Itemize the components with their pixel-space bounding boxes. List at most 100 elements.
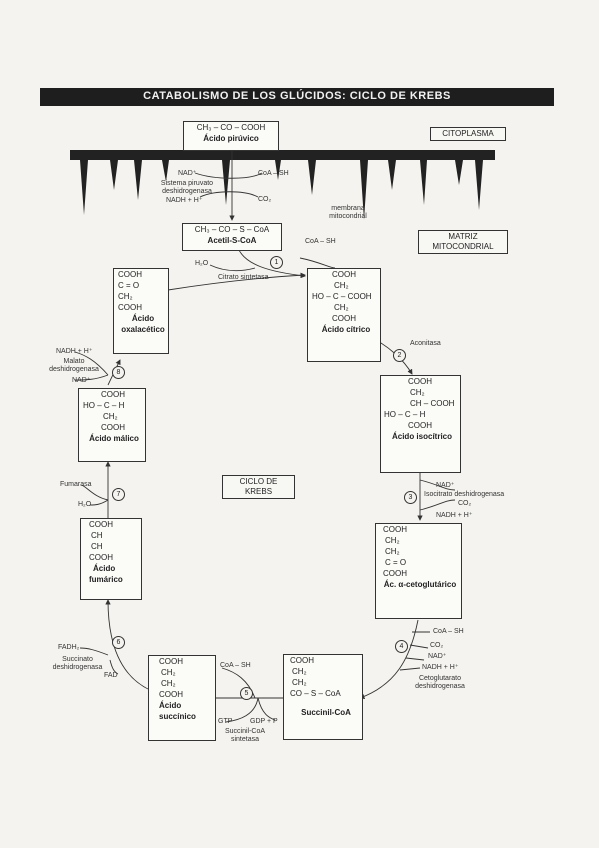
succinate-name1: Ácido [159,701,182,710]
step4-co2: CO₂ [430,642,444,649]
step7-h2o: H₂O [78,501,92,508]
step4-nad: NAD⁺ [428,653,447,660]
malate-l3: CH₂ [103,412,118,421]
step8-nad: NAD⁺ [72,377,91,384]
fumarate-name1: Ácido [93,564,116,573]
succinylcoa-l2: CH₂ [292,667,307,676]
step-8-number: 8 [112,366,125,379]
cytoplasm-tag: CITOPLASMA [430,127,506,141]
matrix-tag-line2: MITOCONDRIAL [432,242,494,251]
akg-l3: CH₂ [385,547,400,556]
title-banner: CATABOLISMO DE LOS GLÚCIDOS: CICLO DE KR… [40,88,554,106]
alpha-ketoglutarate-box: COOH CH₂ CH₂ C = O COOH Ác. α-cetoglutár… [375,523,462,619]
acetyl-name: Acetil-S-CoA [207,236,257,245]
isocitrate-l4: HO – C – H [384,410,426,419]
succinate-box: COOH CH₂ CH₂ COOH Ácido succínico [148,655,216,741]
succinylcoa-l1: COOH [290,656,314,665]
succinate-name2: succínico [159,712,196,721]
pdh-nadh: NADH + H⁺ [166,197,203,204]
akg-l2: CH₂ [385,536,400,545]
step1-coash: CoA – SH [305,238,336,245]
oxaloacetate-name2: oxalacético [121,325,165,334]
step5-coash: CoA – SH [220,662,251,669]
citrate-box: COOH CH₂ HO – C – COOH CH₂ COOH Ácido cí… [307,268,381,362]
step1-enzyme: Citrato sintetasa [218,274,269,281]
step6-fad: FAD [104,672,118,679]
citrate-l3: HO – C – COOH [312,292,372,301]
step-6-number: 6 [112,636,125,649]
mitochondrial-membrane [70,150,495,220]
pdh-nad: NAD⁺ [178,170,197,177]
succinate-l1: COOH [159,657,183,666]
citrate-name: Ácido cítrico [321,325,371,334]
step8-nadh: NADH + H⁺ [56,348,93,355]
page-title: CATABOLISMO DE LOS GLÚCIDOS: CICLO DE KR… [143,90,451,102]
step6-enzyme-line1: Succinato [62,656,93,663]
step8-enzyme: Malato deshidrogenasa [44,358,104,374]
akg-name: Ác. α-cetoglutárico [383,580,457,589]
pyruvate-formula: CH₃ – CO – COOH [196,123,266,132]
succinate-l2: CH₂ [161,668,176,677]
citrate-l4: CH₂ [334,303,349,312]
step5-enzyme-line2: sintetasa [230,736,260,743]
step8-enzyme-line1: Malato [63,358,85,365]
acetyl-coa-box: CH₃ – CO – S – CoA Acetil-S-CoA [182,223,282,251]
malate-l1: COOH [101,390,125,399]
step4-enzyme-line1: Cetoglutarato [418,675,462,682]
step6-enzyme-line2: deshidrogenasa [52,664,103,671]
succinate-l3: CH₂ [161,679,176,688]
malate-l4: COOH [101,423,125,432]
isocitrate-name: Ácido isocítrico [391,432,452,441]
isocitrate-l3: CH – COOH [410,399,455,408]
isocitrate-l2: CH₂ [410,388,425,397]
step-2-number: 2 [393,349,406,362]
matrix-tag-line1: MATRIZ [448,232,478,241]
step5-gtp: GTP [218,718,233,725]
oxaloacetate-name1: Ácido [131,314,155,323]
step-3-number: 3 [404,491,417,504]
matrix-tag: MATRIZ MITOCONDRIAL [418,230,508,254]
malate-box: COOH HO – C – H CH₂ COOH Ácido málico [78,388,146,462]
pdh-enzyme-line1: Sistema piruvato [160,180,214,187]
isocitrate-l5: COOH [408,421,432,430]
akg-l4: C = O [385,558,407,567]
fumarate-l3: CH [91,542,103,551]
isocitrate-l1: COOH [408,377,432,386]
step4-nadh: NADH + H⁺ [422,664,459,671]
malate-l2: HO – C – H [83,401,125,410]
step3-nadh: NADH + H⁺ [436,512,473,519]
fumarate-box: COOH CH CH COOH Ácido fumárico [80,518,142,600]
step4-enzyme: Cetoglutarato deshidrogenasa [405,675,475,691]
membrane-label: membrana mitocondrial [329,205,367,220]
step8-enzyme-line2: deshidrogenasa [49,366,99,373]
step5-enzyme-line1: Succinil-CoA [224,728,266,735]
oxaloacetate-l3: CH₂ [118,292,133,301]
malate-name: Ácido málico [89,434,139,443]
citrate-l2: CH₂ [334,281,349,290]
cycle-label: CICLO DE KREBS [222,475,295,499]
step7-enzyme: Fumarasa [60,481,92,488]
step5-gdp: GDP + P [250,718,278,725]
isocitrate-box: COOH CH₂ CH – COOH HO – C – H COOH Ácido… [380,375,461,473]
pyruvate-name: Ácido pirúvico [203,134,259,143]
succinyl-coa-box: COOH CH₂ CH₂ CO – S – CoA Succinil-CoA [283,654,363,740]
pyruvate-box: CH₃ – CO – COOH Ácido pirúvico [183,121,279,151]
acetyl-formula: CH₃ – CO – S – CoA [194,225,270,234]
step3-co2: CO₂ [458,500,472,507]
citrate-l1: COOH [332,270,356,279]
oxaloacetate-box: COOH C = O CH₂ COOH Ácido oxalacético [113,268,169,354]
succinate-l4: COOH [159,690,183,699]
fumarate-l4: COOH [89,553,113,562]
succinylcoa-name: Succinil-CoA [301,708,351,717]
step-5-number: 5 [240,687,253,700]
oxaloacetate-l4: COOH [118,303,142,312]
step3-enzyme: Isocitrato deshidrogenasa [424,491,505,498]
step-7-number: 7 [112,488,125,501]
oxaloacetate-l1: COOH [118,270,142,279]
oxaloacetate-l2: C = O [118,281,140,290]
step3-nad: NAD⁺ [436,482,455,489]
citrate-l5: COOH [332,314,356,323]
step4-enzyme-line2: deshidrogenasa [415,683,465,690]
pdh-enzyme: Sistema piruvato deshidrogenasa [152,180,222,196]
